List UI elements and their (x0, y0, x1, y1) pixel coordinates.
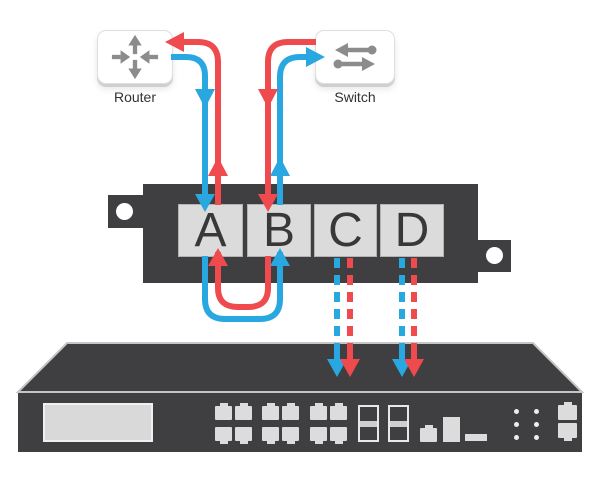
flow-blue-b-to-switch (277, 54, 311, 205)
rj45-port (330, 427, 347, 444)
screw-hole (486, 247, 503, 264)
mgmt-port (420, 425, 437, 442)
router-icon (111, 34, 159, 80)
arrowhead-blue-c-appliance (327, 359, 347, 377)
appliance-lcd-panel (43, 403, 153, 442)
vent-dots (514, 409, 539, 440)
rj45-port (262, 427, 279, 444)
switch-label: Switch (334, 89, 376, 105)
flow-red-switch-to-b (265, 39, 316, 205)
arrowhead-blue-down (195, 89, 215, 108)
rj45-port (310, 427, 327, 444)
tap-port-d: D (380, 204, 444, 257)
flow-red-a-to-router (172, 39, 221, 205)
router-node (97, 30, 173, 84)
rj45-port (235, 427, 252, 444)
arrowhead-red-down (258, 89, 278, 108)
tap-port-a: A (178, 204, 243, 257)
tap-mounting-ear-left (108, 195, 144, 228)
console-slot (465, 434, 487, 441)
rj45-port (235, 403, 252, 420)
arrowhead-red-up (208, 157, 228, 176)
sfp-cage (358, 405, 379, 442)
stack-port (558, 423, 577, 441)
rj45-port (262, 403, 279, 420)
tap-mounting-ear-right (477, 240, 511, 272)
switch-icon (333, 43, 377, 71)
arrowhead-red-c-appliance (340, 359, 360, 377)
arrowhead-red-d-appliance (404, 359, 424, 377)
arrowhead-blue-d-appliance (392, 359, 412, 377)
chassis-top-face (15, 342, 585, 393)
rj45-port (282, 427, 299, 444)
flow-blue-router-to-a (171, 54, 208, 205)
switch-node (315, 30, 395, 84)
tap-port-b: B (247, 204, 311, 257)
arrowhead-blue-up (270, 157, 290, 176)
sfp-cage (388, 405, 409, 442)
screw-hole (116, 203, 133, 220)
rj45-port (282, 403, 299, 420)
router-label: Router (113, 89, 157, 105)
usb-module (443, 417, 460, 442)
rj45-port (310, 403, 327, 420)
rj45-port (215, 427, 232, 444)
rj45-port (330, 403, 347, 420)
rj45-port (215, 403, 232, 420)
stack-port (558, 402, 577, 420)
tap-port-c: C (314, 204, 377, 257)
